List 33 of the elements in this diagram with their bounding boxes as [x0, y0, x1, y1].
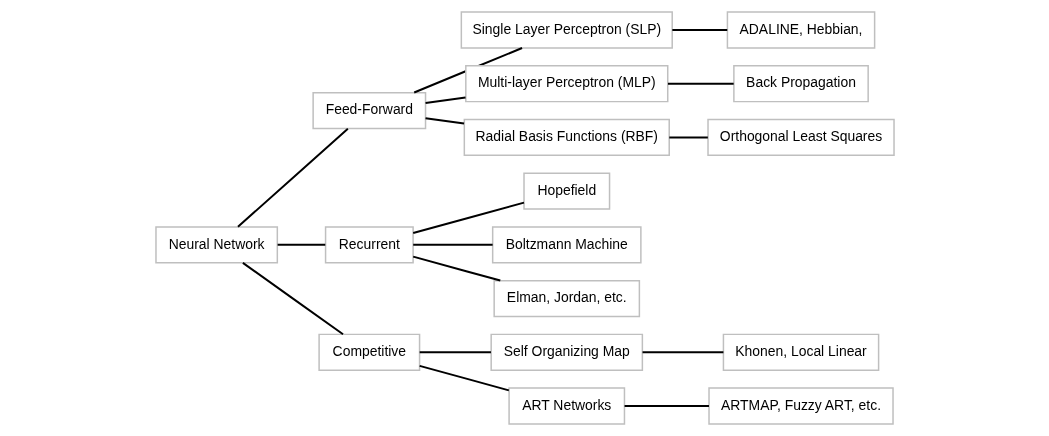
connector	[418, 351, 492, 354]
connector	[411, 255, 501, 282]
node-box: Self Organizing Map	[489, 333, 643, 371]
connector	[641, 351, 724, 354]
node-box: Feed-Forward	[311, 91, 426, 130]
node-box: Single Layer Perceptron (SLP)	[460, 11, 673, 49]
node-box: Back Propagation	[732, 65, 869, 103]
connector	[666, 82, 735, 85]
connector	[412, 47, 523, 94]
node-box: Boltzmann Machine	[491, 226, 642, 264]
node-box: Khonen, Local Linear	[722, 333, 879, 371]
connector	[236, 127, 349, 228]
node-box: ARTMAP, Fuzzy ART, etc.	[707, 387, 894, 425]
node-box: Multi-layer Perceptron (MLP)	[464, 65, 668, 103]
node-box: Competitive	[317, 333, 420, 371]
node-box: ART Networks	[507, 387, 625, 425]
node-box: Hopefield	[522, 172, 610, 210]
connector	[667, 136, 709, 139]
node-box: Radial Basis Functions (RBF)	[463, 118, 670, 157]
connector	[424, 96, 467, 104]
connector	[276, 243, 326, 246]
connector	[411, 243, 494, 246]
connector	[241, 261, 344, 336]
node-box: Elman, Jordan, etc.	[492, 279, 640, 318]
node-box: ADALINE, Hebbian,	[726, 11, 875, 49]
connector	[411, 201, 525, 235]
node-box: Orthogonal Least Squares	[706, 118, 895, 157]
node-box: Neural Network	[154, 226, 278, 264]
connector	[670, 29, 728, 31]
connector	[424, 117, 465, 125]
node-box: Recurrent	[324, 226, 414, 264]
connector	[623, 405, 710, 407]
connector	[418, 364, 510, 392]
